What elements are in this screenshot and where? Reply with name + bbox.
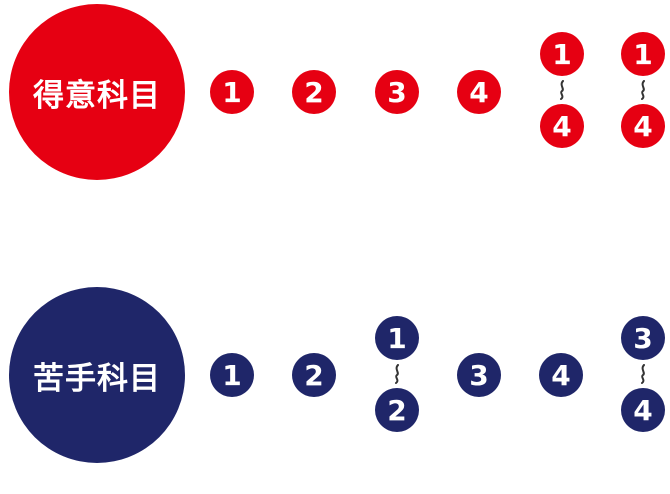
range-start: 1 — [621, 32, 665, 76]
tilde-connector-icon — [633, 78, 653, 102]
range-start: 3 — [621, 316, 665, 360]
option-number: 2 — [304, 75, 324, 109]
weak-option-1[interactable]: 1 — [210, 353, 254, 397]
weak-option-4[interactable]: 4 — [539, 353, 583, 397]
option-number: 2 — [304, 358, 324, 392]
good-option-1[interactable]: 1 — [210, 70, 254, 114]
good-option-4[interactable]: 4 — [457, 70, 501, 114]
good-subjects-label: 得意科目 — [33, 77, 161, 114]
option-number: 1 — [633, 37, 653, 71]
good-option-3[interactable]: 3 — [375, 70, 419, 114]
option-number: 3 — [469, 358, 489, 392]
option-number: 4 — [551, 358, 571, 392]
option-number: 4 — [633, 393, 653, 427]
option-number: 4 — [633, 109, 653, 143]
option-number: 4 — [469, 75, 489, 109]
range-end: 4 — [621, 388, 665, 432]
weak-subjects-label: 苦手科目 — [33, 360, 161, 397]
option-number: 2 — [387, 393, 407, 427]
weak-option-3[interactable]: 3 — [457, 353, 501, 397]
good-option-2[interactable]: 2 — [292, 70, 336, 114]
option-number: 3 — [387, 75, 407, 109]
option-number: 1 — [222, 75, 242, 109]
range-end: 2 — [375, 388, 419, 432]
option-number: 1 — [222, 358, 242, 392]
option-number: 1 — [387, 321, 407, 355]
range-start: 1 — [375, 316, 419, 360]
tilde-connector-icon — [387, 362, 407, 386]
weak-option-2[interactable]: 2 — [292, 353, 336, 397]
option-number: 1 — [552, 37, 572, 71]
tilde-connector-icon — [552, 78, 572, 102]
range-start: 1 — [540, 32, 584, 76]
range-end: 4 — [540, 104, 584, 148]
weak-subjects-badge: 苦手科目 — [9, 287, 185, 463]
option-number: 4 — [552, 109, 572, 143]
tilde-connector-icon — [633, 362, 653, 386]
option-number: 3 — [633, 321, 653, 355]
good-subjects-badge: 得意科目 — [9, 4, 185, 180]
range-end: 4 — [621, 104, 665, 148]
